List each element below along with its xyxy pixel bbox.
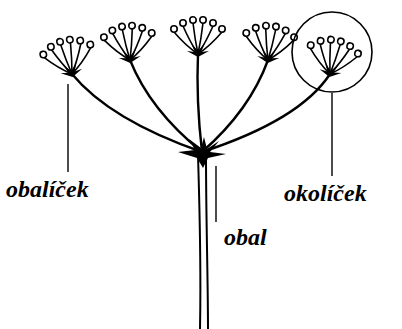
part-label: obal bbox=[222, 224, 269, 250]
part-label: obalíček bbox=[4, 176, 91, 202]
part-label: okolíček bbox=[282, 180, 369, 206]
